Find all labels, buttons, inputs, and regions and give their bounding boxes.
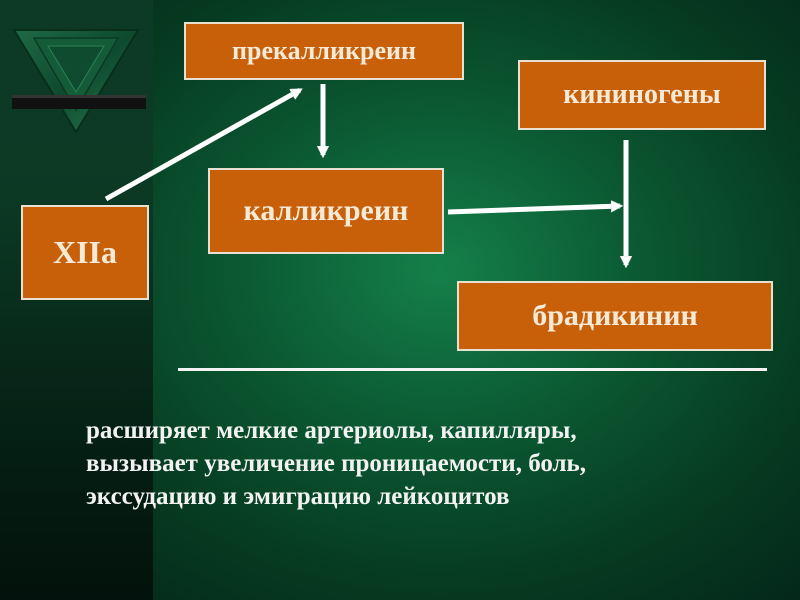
description-line: вызывает увеличение проницаемости, боль,: [86, 450, 587, 477]
node-kallikrein: калликреин: [208, 168, 444, 254]
description-line: расширяет мелкие артериолы, капилляры,: [86, 417, 577, 444]
description-line: экссудацию и эмиграцию лейкоцитов: [86, 483, 510, 510]
node-kininogens: кининогены: [518, 60, 766, 130]
triangle-logo-icon: [12, 29, 146, 134]
effects-description: расширяет мелкие артериолы, капилляры, в…: [86, 414, 776, 513]
node-bradykinin: брадикинин: [457, 281, 773, 351]
node-xiia: XIIa: [21, 205, 149, 300]
arrow-kallikrein-to-right: [447, 206, 620, 215]
divider-line: [178, 368, 767, 371]
arrow-xiia-to-prekallikrein: [104, 87, 300, 202]
node-prekallikrein: прекалликреин: [184, 22, 464, 80]
